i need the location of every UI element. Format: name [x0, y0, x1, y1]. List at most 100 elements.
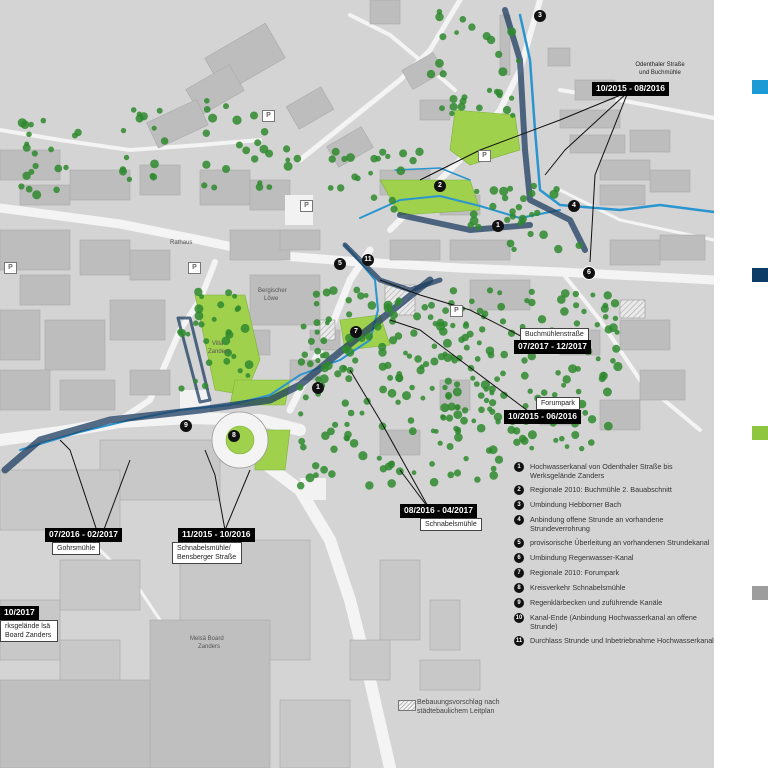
marker-6[interactable]: 6 — [582, 266, 596, 280]
tree — [469, 298, 475, 305]
tree — [395, 467, 404, 476]
tree — [571, 431, 580, 439]
tree — [450, 322, 456, 329]
legend-item-text: Kreisverkehr Schnabelsmühle — [530, 583, 626, 592]
tree — [454, 30, 459, 35]
tree — [564, 444, 570, 449]
tree — [509, 208, 516, 215]
tree — [459, 97, 467, 105]
tree — [32, 190, 42, 200]
tree — [293, 154, 302, 163]
tree — [306, 360, 314, 368]
tree — [429, 477, 439, 487]
tree — [409, 156, 417, 165]
tree — [244, 360, 254, 369]
marker-9[interactable]: 9 — [180, 420, 192, 432]
callout-date-schnabelsmuehle[interactable]: 08/2016 - 04/2017 — [400, 504, 478, 518]
tree — [441, 321, 448, 327]
callout-date-odenthaler[interactable]: 10/2015 - 08/2016 — [592, 82, 670, 96]
parking-icon-1: P — [262, 110, 275, 122]
tree — [237, 368, 243, 374]
tree — [22, 143, 31, 152]
tree — [402, 391, 411, 401]
tree — [359, 410, 365, 416]
tree — [561, 382, 567, 388]
tree — [123, 154, 130, 161]
tree — [346, 311, 353, 318]
tree — [211, 316, 217, 322]
marker-2[interactable]: 2 — [434, 180, 446, 192]
parks — [194, 109, 521, 471]
tree — [430, 428, 436, 434]
tree — [440, 414, 446, 420]
tree — [581, 308, 587, 315]
tree — [480, 380, 490, 390]
marker-4[interactable]: 4 — [568, 200, 580, 212]
tree — [413, 312, 422, 321]
tree — [520, 195, 527, 203]
tree — [344, 430, 352, 439]
callout-date-werksgelaende[interactable]: 10/2017 — [0, 606, 39, 620]
callout-label-werksgelaende: rksgelände lsä Board Zanders — [0, 620, 58, 642]
tree — [370, 194, 378, 201]
tree — [178, 385, 185, 392]
legend-item-text: Umbindung Hebborner Bach — [530, 500, 622, 509]
marker-1-north[interactable]: 1 — [492, 220, 504, 232]
tree — [74, 128, 82, 137]
tree — [242, 146, 251, 155]
tree — [156, 107, 163, 114]
legend-panel — [714, 0, 768, 768]
tree — [444, 377, 452, 385]
tree — [119, 167, 127, 176]
tree — [223, 357, 231, 365]
tree — [245, 373, 251, 378]
tree — [160, 137, 169, 145]
tree — [462, 322, 470, 329]
callout-date-gohrsmuehle[interactable]: 07/2016 - 02/2017 — [45, 528, 123, 542]
marker-11[interactable]: 11 — [362, 254, 374, 266]
tree — [363, 397, 371, 405]
marker-1-south[interactable]: 1 — [312, 382, 324, 394]
tree — [454, 404, 461, 411]
tree — [456, 354, 463, 362]
tree — [313, 319, 321, 327]
tree — [221, 336, 231, 346]
tree — [388, 196, 396, 205]
tree — [201, 182, 208, 189]
callout-date-bensberger[interactable]: 11/2015 - 10/2016 — [178, 528, 255, 542]
tree — [337, 184, 345, 192]
tree — [315, 376, 322, 383]
label-villa-zanders-1: Villa — [212, 341, 224, 347]
tree — [208, 113, 218, 123]
tree — [345, 297, 352, 304]
callout-date-forumpark[interactable]: 10/2015 - 06/2016 — [504, 410, 582, 424]
tree — [378, 362, 387, 371]
label-melsa-2: Zanders — [198, 644, 220, 650]
marker-5[interactable]: 5 — [334, 258, 346, 270]
tree — [130, 107, 137, 113]
tree — [224, 348, 233, 357]
tree — [453, 469, 462, 477]
tree — [150, 173, 158, 181]
tree — [387, 374, 394, 381]
tree — [198, 321, 205, 328]
legend-number-badge: 7 — [514, 568, 524, 578]
callout-date-buchmuehlenstrasse[interactable]: 07/2017 - 12/2017 — [514, 340, 592, 354]
tree — [527, 388, 533, 394]
tree — [527, 230, 534, 238]
label-melsa-1: Melsä Board — [190, 636, 224, 642]
tree — [385, 153, 391, 160]
tree — [235, 141, 243, 149]
tree — [573, 320, 581, 327]
tree — [346, 153, 355, 162]
tree — [331, 147, 340, 156]
tree — [529, 211, 535, 218]
legend-swatch-blue — [752, 80, 768, 94]
tree — [537, 315, 547, 324]
marker-8[interactable]: 8 — [228, 430, 240, 442]
marker-7[interactable]: 7 — [350, 326, 362, 338]
tree — [512, 427, 521, 435]
marker-3[interactable]: 3 — [534, 10, 546, 22]
